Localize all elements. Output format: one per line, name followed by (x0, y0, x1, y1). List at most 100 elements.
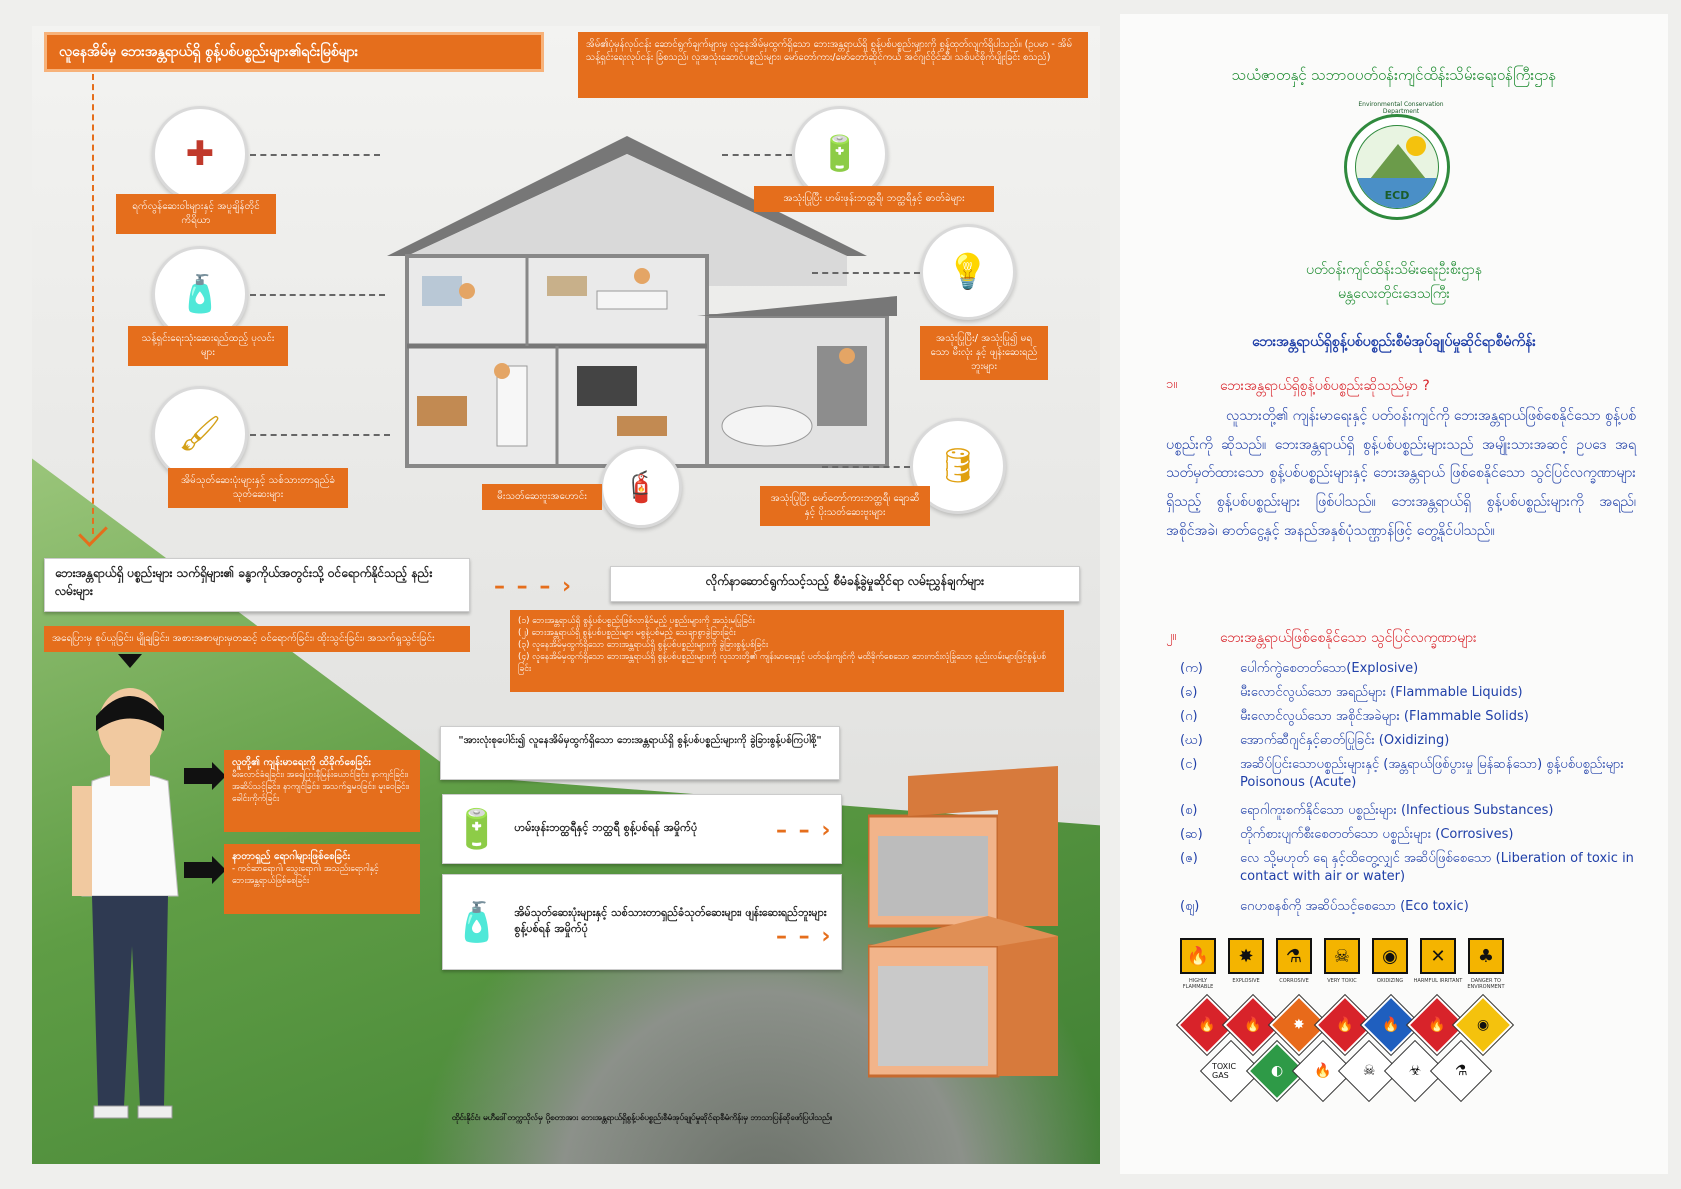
paint-circle: 🖌 (152, 386, 248, 482)
logo-abbreviation: ECD (1384, 189, 1410, 202)
sources-title: လူနေအိမ်မှ ဘေးအန္တရာယ်ရှိ စွန့်ပစ်ပစ္စည်… (44, 32, 544, 72)
medicine-circle: ✚ (152, 106, 248, 202)
connector-line (250, 154, 380, 156)
hazard-item-key: (ခ) (1180, 685, 1198, 700)
connector-line (722, 154, 792, 156)
hazard-item-text: အဆိပ်ပြင်းသောပစ္စည်းများနှင့် (အန္တရာယ်ဖ… (1240, 757, 1624, 790)
hazard-item-key: (ဂ) (1180, 709, 1198, 724)
hazard-item-text: မီးလောင်လွယ်သော အစိုင်အခဲများ (Flammable… (1240, 709, 1529, 724)
hazard-item-key: (ဃ) (1180, 733, 1203, 748)
extinguisher-circle: 🧯 (600, 446, 682, 528)
section-1-number: ၁။ (1166, 377, 1178, 392)
project-title: ဘေးအန္တရာယ်ရှိစွန့်ပစ်ပစ္စည်းစီမံအုပ်ချု… (1252, 334, 1536, 350)
spray-can-icon: 🧴 (453, 899, 501, 944)
hazard-item-text: တိုက်စားပျက်စီးစေတတ်သော ပစ္စည်းများ (Cor… (1240, 827, 1514, 842)
hazard-caption: EXPLOSIVE (1232, 978, 1260, 984)
bulbs-label: အသုံးပြုပြီး/ အသုံးပြု၍ မရသော မီးလုံး နှ… (920, 326, 1048, 380)
paint-bin-label: အိမ်သုတ်ဆေးပုံးများနှင့် သစ်သားတာရှည်ခံသ… (514, 906, 827, 935)
hazard-item-text: ဂေဟစနစ်ကို အဆိပ်သင့်စေသော (Eco toxic) (1240, 899, 1469, 914)
effect-chronic-box: နာတာရှည် ရောဂါများဖြစ်စေခြင်း - ကင်ဆာရော… (224, 844, 420, 914)
effect-health-box: လူတို့၏ ကျန်းမာရေးကို ထိခိုက်စေခြင်း မီး… (224, 750, 420, 832)
batteries-label: အသုံးပြုပြီး ဟမ်းဖုန်းဘတ္ထရီ၊ ဘတ္ထရီနှင့… (754, 186, 994, 212)
guideline-item: (၃) လူနေအိမ်မှထွက်ရှိသော ဘေးအန္တရာယ်ရှိ … (518, 639, 768, 650)
dashed-arrow-icon: – – › (776, 924, 833, 949)
oil-label: အသုံးပြုပြီး မော်တော်ကားဘတ္ထရီ၊ ချောဆီနှ… (760, 486, 930, 526)
flammable-hazard-icon: 🔥 (1178, 936, 1218, 976)
ecd-logo: ECD Environmental Conservation Departmen… (1344, 101, 1450, 220)
hazard-caption: HARMFUL IRRITANT (1413, 978, 1463, 984)
explosive-hazard-icon: ✸ (1226, 936, 1266, 976)
hazard-caption: OXIDIZING (1376, 978, 1404, 984)
hazard-caption: CORROSIVE (1279, 978, 1309, 984)
paint-bin-card: 🧴 အိမ်သုတ်ဆေးပုံးများနှင့် သစ်သားတာရှည်ခ… (442, 874, 842, 970)
slogan-quote: "အားလုံးစုပေါင်း၍ လူနေအိမ်မှထွက်ရှိသော ဘ… (440, 726, 840, 780)
hazard-item-text: လေ သို့မဟုတ် ရေ နှင့်ထိတွေ့လျှင် အဆိပ်ဖြ… (1240, 851, 1634, 884)
guideline-item: (၂) ဘေးအန္တရာယ်ရှိ စွန့်ပစ်ပစ္စည်းများ မ… (518, 627, 736, 638)
light-bulb-icon: 💡 (946, 252, 990, 292)
hazard-item-text: မီးလောင်လွယ်သော အရည်များ (Flammable Liqu… (1240, 685, 1523, 700)
logo-ring-text: Environmental Conservation Department (1358, 101, 1444, 115)
hazard-item: (စ) ရောဂါကူးစက်နိုင်သော ပစ္စည်းများ (Infe… (1180, 802, 1553, 821)
poster-panel: လူနေအိမ်မှ ဘေးအန္တရာယ်ရှိ စွန့်ပစ်ပစ္စည်… (32, 26, 1100, 1164)
battery-bin-label: ဟမ်းဖုန်းဘတ္ထရီနှင့် ဘတ္ထရီ စွန့်ပစ်ရန် … (514, 821, 698, 834)
hazard-item: (ဆ) တိုက်စားပျက်စီးစေတတ်သော ပစ္စည်းများ (… (1180, 826, 1513, 845)
corrosive-hazard-icon: ⚗ (1274, 936, 1314, 976)
section-1-title: ဘေးအန္တရာယ်ရှိစွန့်ပစ်ပစ္စည်းဆိုသည်မှာ ? (1220, 378, 1430, 394)
section-1-body: လူသားတို့၏ ကျန်းမာရေးနှင့် ပတ်ဝန်းကျင်ကိ… (1166, 408, 1636, 539)
sources-note: အိမ်၏ပုံမှန်လုပ်ငန်း ဆောင်ရွက်ချက်များမှ… (578, 32, 1088, 98)
arrow-right-icon (184, 762, 226, 790)
ministry-name: သယံဇာတနှင့် သဘာဝပတ်ဝန်းကျင်ထိန်းသိမ်းရေး… (1231, 66, 1557, 84)
entry-routes-body: အရေပြားမှ စုပ်ယူခြင်း၊ မျိုချခြင်း၊ အစား… (44, 626, 470, 652)
region-name: မန္တလေးတိုင်းဒေသကြီး (1338, 286, 1450, 302)
section-2-number: ၂။ (1166, 629, 1177, 644)
hazard-item: (ဃ)အောက်ဆီဂျင်နှင့်ဓာတ်ပြုခြင်း (Oxidizi… (1180, 732, 1449, 751)
medicine-label: ရက်လွန်ဆေးဝါးများနှင့် အပူချိန်တိုင်ကိရိ… (116, 194, 276, 234)
section-2-title: ဘေးအန္တရာယ်ဖြစ်စေနိုင်သော သွင်ပြင်လက္ခဏာ… (1220, 630, 1477, 646)
hazard-item: (ဈ) ဂေဟစနစ်ကို အဆိပ်သင့်စေသော (Eco toxic) (1180, 898, 1469, 917)
cleaning-label: သန့်ရှင်းရေးသုံးဆေးရည်ထည့် ပုလင်းများ (128, 326, 288, 366)
hazard-caption: VERY TOXIC (1327, 978, 1357, 984)
diamond-caption: TOXIC GAS (1212, 1062, 1237, 1080)
house-illustration (387, 136, 897, 468)
arrow-down-icon (118, 654, 142, 668)
battery-bin-card: 🔋 ဟမ်းဖုန်းဘတ္ထရီနှင့် ဘတ္ထရီ စွန့်ပစ်ရန… (442, 794, 842, 864)
hazard-item-text: ပေါက်ကွဲစေတတ်သော(Explosive) (1240, 661, 1419, 676)
medicine-kit-icon: ✚ (185, 134, 215, 174)
paint-label: အိမ်သုတ်ဆေးပုံးများနှင့် သစ်သားတာရှည်ခံသ… (168, 468, 348, 508)
fire-extinguisher-icon: 🧯 (622, 469, 660, 505)
battery-icon: 🔋 (453, 806, 501, 851)
effect-chronic-title: နာတာရှည် ရောဂါများဖြစ်စေခြင်း (232, 851, 351, 862)
department-name: ပတ်ဝန်းကျင်ထိန်းသိမ်းရေးဦးစီးဌာန (1305, 262, 1483, 278)
hazard-item-key: (ဆ) (1180, 827, 1203, 842)
connector-line (250, 294, 385, 296)
hazard-item: (ခ) မီးလောင်လွယ်သော အရည်များ (Flammable L… (1180, 684, 1523, 703)
connector-line (812, 272, 920, 274)
hazard-item-text: ရောဂါကူးစက်နိုင်သော ပစ္စည်းများ (Infecti… (1240, 803, 1554, 818)
connector-line (822, 466, 910, 468)
hazard-item: (ဇ) လေ သို့မဟုတ် ရေ နှင့်ထိတွေ့လျှင် အဆိပ… (1180, 850, 1650, 884)
hazard-item-key: (စ) (1180, 803, 1198, 818)
hazard-item: (င) အဆိပ်ပြင်းသောပစ္စည်းများနှင့် (အန္တရာ… (1180, 756, 1650, 790)
extinguisher-label: မီးသတ်ဆေးဗူးအဟောင်း (482, 484, 602, 510)
dashed-arrow-icon: – – › (776, 818, 833, 843)
hazard-item-key: (ဇ) (1180, 851, 1198, 866)
hazard-caption: DANGER TO ENVIRONMENT (1467, 978, 1505, 990)
translation-credit: ထိုင်းနိုင်ငံ၊ မဟီဒေါ်တက္ကသိုလ်မှ ပို့စတ… (451, 1113, 833, 1122)
bulb-circle: 💡 (920, 224, 1016, 320)
arrow-right-icon (184, 856, 226, 884)
oxidizing-hazard-icon: ◉ (1370, 936, 1410, 976)
dashed-arrow-icon: – – – › (494, 574, 574, 599)
guidelines-title: လိုက်နာဆောင်ရွက်သင့်သည့် စီမံခန့်ခွဲမှုဆ… (610, 566, 1080, 602)
battery-icon: 🔋 (818, 134, 862, 174)
effect-health-title: လူတို့၏ ကျန်းမာရေးကို ထိခိုက်စေခြင်း (232, 757, 371, 768)
guideline-item: (၄) လူနေအိမ်မှထွက်ရှိသော ဘေးအန္တရာယ်ရှိ … (518, 651, 1047, 674)
hazard-item-key: (ဈ) (1180, 899, 1200, 914)
guidelines-box: (၁) ဘေးအန္တရာယ်ရှိ စွန့်ပစ်ပစ္စည်းဖြစ်လာ… (510, 610, 1064, 692)
guideline-item: (၁) ဘေးအန္တရာယ်ရှိ စွန့်ပစ်ပစ္စည်းဖြစ်လာ… (518, 616, 755, 626)
entry-routes-title: ဘေးအန္တရာယ်ရှိ ပစ္စည်းများ သက်ရှိများ၏ ခ… (44, 558, 470, 612)
dashed-guide-line (92, 74, 94, 534)
hazard-item: (က)ပေါက်ကွဲစေတတ်သော(Explosive) (1180, 660, 1418, 679)
hazard-item-key: (င) (1180, 757, 1198, 772)
effect-chronic-body: - ကင်ဆာရောဂါ၊ သွေးရောဂါ၊ အသည်းရောဂါနှင့်… (232, 864, 379, 886)
paint-roller-icon: 🖌 (178, 414, 222, 454)
